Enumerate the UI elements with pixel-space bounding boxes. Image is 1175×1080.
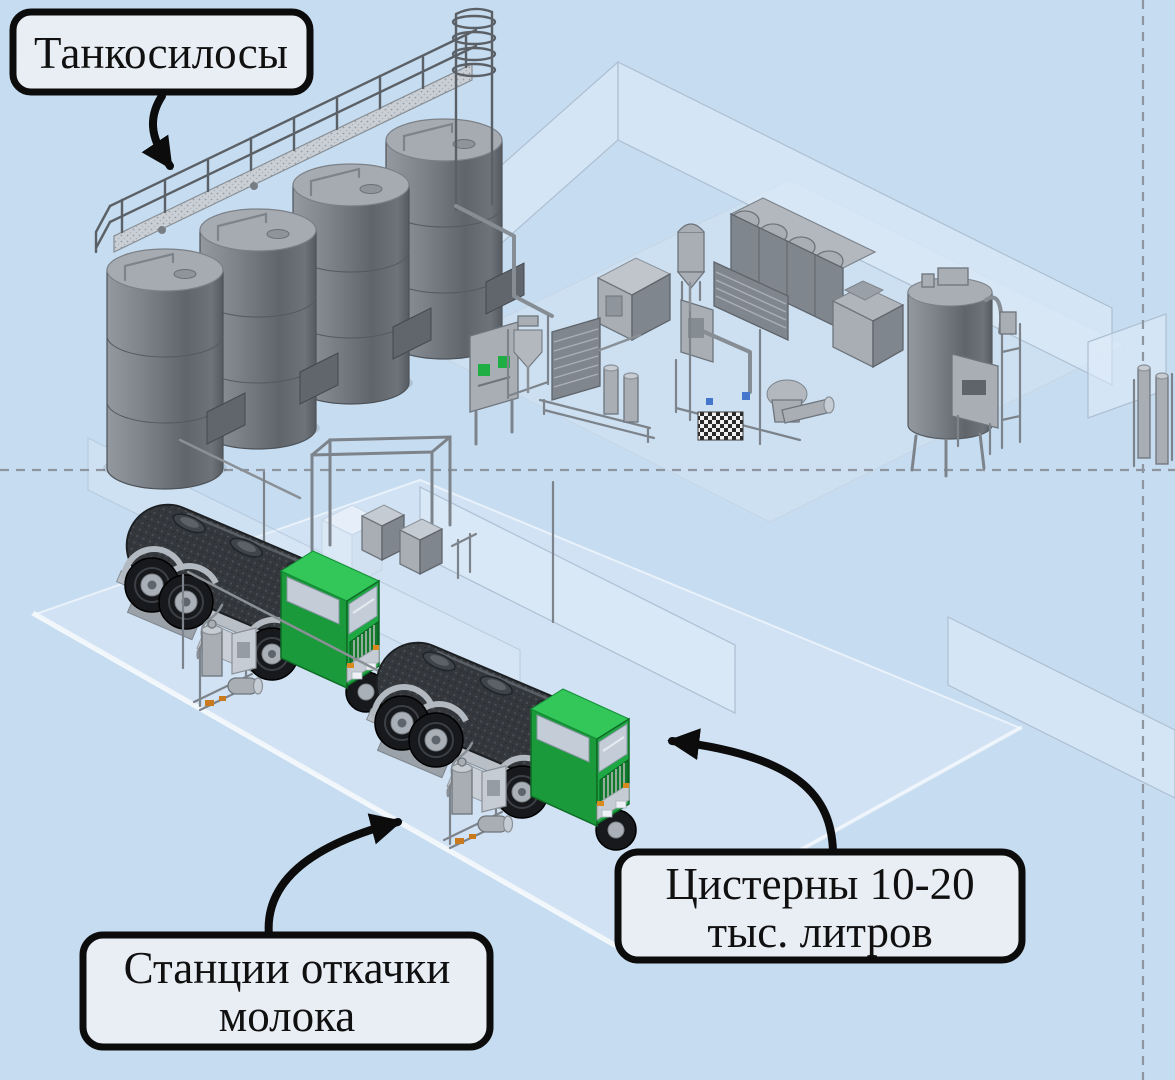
pump-block — [697, 411, 744, 441]
silo-catwalk — [94, 7, 554, 318]
callout-label-line2: тыс. литров — [707, 907, 932, 957]
processing-equipment — [469, 197, 1174, 478]
gantry-equipment-box — [360, 504, 406, 562]
catwalk-railing — [94, 28, 478, 254]
arrow-to-truck — [667, 728, 837, 855]
silo-1 — [103, 248, 246, 490]
gantry-equipment-box-2 — [398, 518, 444, 576]
silo-4 — [382, 118, 525, 360]
storage-tank — [907, 267, 1022, 478]
arrow-to-pumping-station — [264, 813, 403, 940]
homogenizer — [596, 257, 672, 342]
plate-heat-exchanger — [538, 317, 656, 444]
mixer-machine — [831, 280, 905, 369]
arrow-to-silos — [141, 92, 174, 170]
cone-vessel — [506, 314, 550, 400]
caged-ladder — [451, 7, 497, 212]
callout-label: Танкосилосы — [34, 28, 288, 78]
right-columns — [1132, 364, 1174, 468]
separator — [766, 379, 835, 424]
callout-tank-silos: Танкосилосы — [9, 8, 314, 170]
silo-3 — [289, 163, 432, 405]
callout-cisterns: Цистерны 10-20 тыс. литров — [614, 728, 1026, 964]
silo-feed-pipe — [454, 204, 554, 318]
callout-label-line2: молока — [219, 991, 356, 1041]
callout-pumping-stations: Станции откачки молока — [79, 813, 494, 1051]
callout-box — [79, 931, 494, 1051]
control-panel — [469, 321, 519, 446]
unloading-gantry — [262, 435, 555, 624]
process-skid — [674, 260, 802, 446]
cabinet-bank — [729, 197, 877, 332]
callout-label-line1: Станции откачки — [124, 943, 451, 993]
callout-box — [9, 8, 314, 96]
tank-silos — [103, 118, 525, 500]
dome-vessel — [676, 223, 706, 302]
callout-box — [614, 848, 1026, 964]
callout-label-line1: Цистерны 10-20 — [665, 859, 974, 909]
floor-curb — [31, 610, 624, 952]
